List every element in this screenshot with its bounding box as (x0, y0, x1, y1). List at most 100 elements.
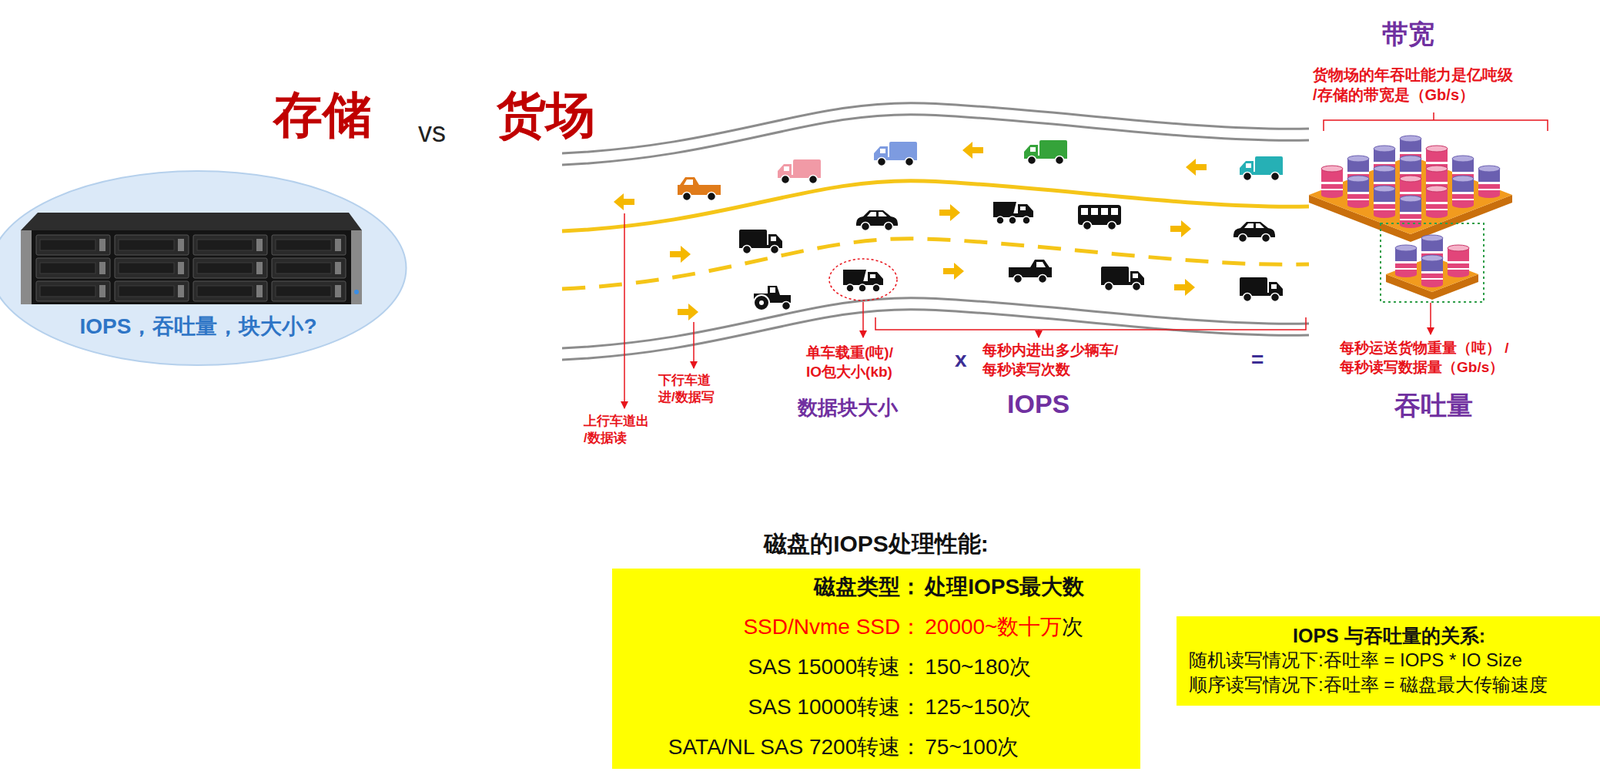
leader-lines (624, 112, 1548, 409)
bay-latch (334, 284, 342, 298)
drive-bay (271, 281, 346, 302)
lane-arrow (613, 193, 635, 211)
concept-label: 数据块大小 (797, 396, 898, 419)
bay-latch (99, 238, 106, 252)
label-box: 带宽 (1382, 20, 1435, 49)
bay-grille (40, 239, 96, 251)
label-box: 吞吐量 (1394, 391, 1473, 420)
bay-latch (99, 284, 106, 298)
road-edge (562, 103, 1309, 154)
note-label: 货物场的年吞吐能力是亿吨级 /存储的带宽是（Gb/s） (1312, 64, 1516, 105)
bracket (1323, 112, 1548, 131)
table-cell: SSD/Nvme SSD： (668, 608, 922, 649)
bay-latch (177, 238, 185, 252)
leader-line (692, 321, 695, 369)
note-label: 每秒内进出多少辆车/ 每秒读写次数 (982, 341, 1122, 379)
note-label: 单车载重(吨)/ IO包大小(kb) (806, 343, 896, 382)
bay-grille (275, 239, 332, 251)
server-ear (20, 230, 32, 305)
leader-line (623, 213, 626, 409)
truck-icon (777, 159, 821, 185)
label-box: 存储 (273, 90, 372, 141)
road-edge (562, 309, 1309, 360)
concept-label: 吞吐量 (1394, 391, 1473, 420)
bay-latch (334, 261, 342, 275)
title-word: vs (418, 117, 446, 148)
lane-arrow (939, 204, 961, 221)
drive-bay (114, 234, 189, 255)
table-cell: 125~150次 (924, 688, 1085, 729)
table-cell: 75~100次 (924, 728, 1085, 769)
table-value: 处理IOPS最大数 (924, 574, 1085, 599)
table-cell: 150~180次 (924, 648, 1085, 689)
table-value: 125~150次 (924, 694, 1031, 719)
table-cell: SATA/NL SAS 7200转速： (668, 728, 922, 769)
note-title: IOPS 与吞吐量的关系: (1292, 622, 1486, 648)
bay-latch (256, 284, 263, 298)
barrel (1425, 185, 1448, 218)
note-label: 上行车道出 /数据读 (583, 412, 652, 447)
bay-latch (256, 238, 263, 252)
drive-bay (271, 234, 346, 255)
bracket (875, 317, 1306, 330)
bay-latch (99, 261, 106, 275)
bay-grille (275, 285, 332, 297)
label-box: = (1251, 348, 1264, 372)
bay-grille (40, 285, 96, 297)
lane-arrow (1185, 158, 1207, 176)
leader-line (862, 301, 864, 338)
lane-arrow (1170, 220, 1192, 238)
barrel (1347, 175, 1370, 208)
drive-bay (193, 257, 268, 278)
concept-label: 带宽 (1382, 20, 1435, 49)
concept-label: IOPS (1007, 389, 1070, 419)
table-value: 150~180次 (924, 654, 1031, 679)
label-box: 每秒内进出多少辆车/ 每秒读写次数 (982, 341, 1122, 379)
drive-bay (36, 281, 111, 302)
table-cell: SAS 10000转速： (668, 688, 922, 729)
truck-icon (873, 141, 918, 167)
table-cell: 磁盘类型： (668, 568, 922, 609)
server-ear (351, 230, 362, 305)
bay-grille (40, 262, 96, 274)
note-label: 下行车道 进/数据写 (658, 371, 717, 406)
table-panel: 磁盘类型：处理IOPS最大数SSD/Nvme SSD：20000~数十万次SAS… (612, 568, 1141, 769)
road-edge (562, 114, 1309, 165)
truck-icon (1024, 140, 1068, 165)
leader-line (1429, 302, 1432, 335)
note-label: 每秒运送货物重量（吨） /每秒读写数据量（Gb/s） (1339, 338, 1511, 377)
server-front (20, 230, 362, 305)
lane-arrow (669, 245, 691, 263)
table-cell: 20000~数十万次 (924, 608, 1085, 649)
center-line (562, 180, 1309, 231)
label-box: 数据块大小 (797, 396, 898, 419)
bay-latch (177, 284, 185, 298)
ellipse-node: IOPS，吞吐量，块大小? (0, 168, 409, 368)
lane-dash (562, 238, 1309, 289)
table-value: 20000~数十万 (924, 614, 1062, 639)
drive-bay (36, 257, 111, 278)
bay-grille (118, 285, 175, 297)
lane-arrows (613, 141, 1207, 321)
truck-icon (1239, 277, 1283, 302)
table-node: 磁盘的IOPS处理性能:磁盘类型：处理IOPS最大数SSD/Nvme SSD：2… (612, 528, 1141, 769)
status-led (354, 289, 359, 295)
tractor-icon (753, 285, 791, 311)
bay-grille (197, 285, 253, 297)
barrel (1421, 254, 1443, 288)
note-line: 顺序读写情况下:吞吐率 = 磁盘最大传输速度 (1188, 672, 1548, 697)
drive-bay (193, 234, 268, 255)
title-word: 存储 (273, 90, 372, 141)
label-box: 上行车道出 /数据读 (583, 412, 652, 447)
drive-bay (271, 257, 346, 278)
label-box: 单车载重(吨)/ IO包大小(kb) (806, 343, 896, 382)
bay-grille (197, 239, 253, 251)
lane-arrow (943, 262, 965, 280)
barrel (1447, 244, 1470, 278)
truck-icon (739, 229, 783, 255)
table-value: 75~100次 (924, 734, 1019, 759)
barrel (1478, 165, 1500, 198)
label-box: 下行车道 进/数据写 (658, 371, 717, 406)
car-icon (856, 210, 898, 231)
pickup-icon (1008, 259, 1052, 284)
